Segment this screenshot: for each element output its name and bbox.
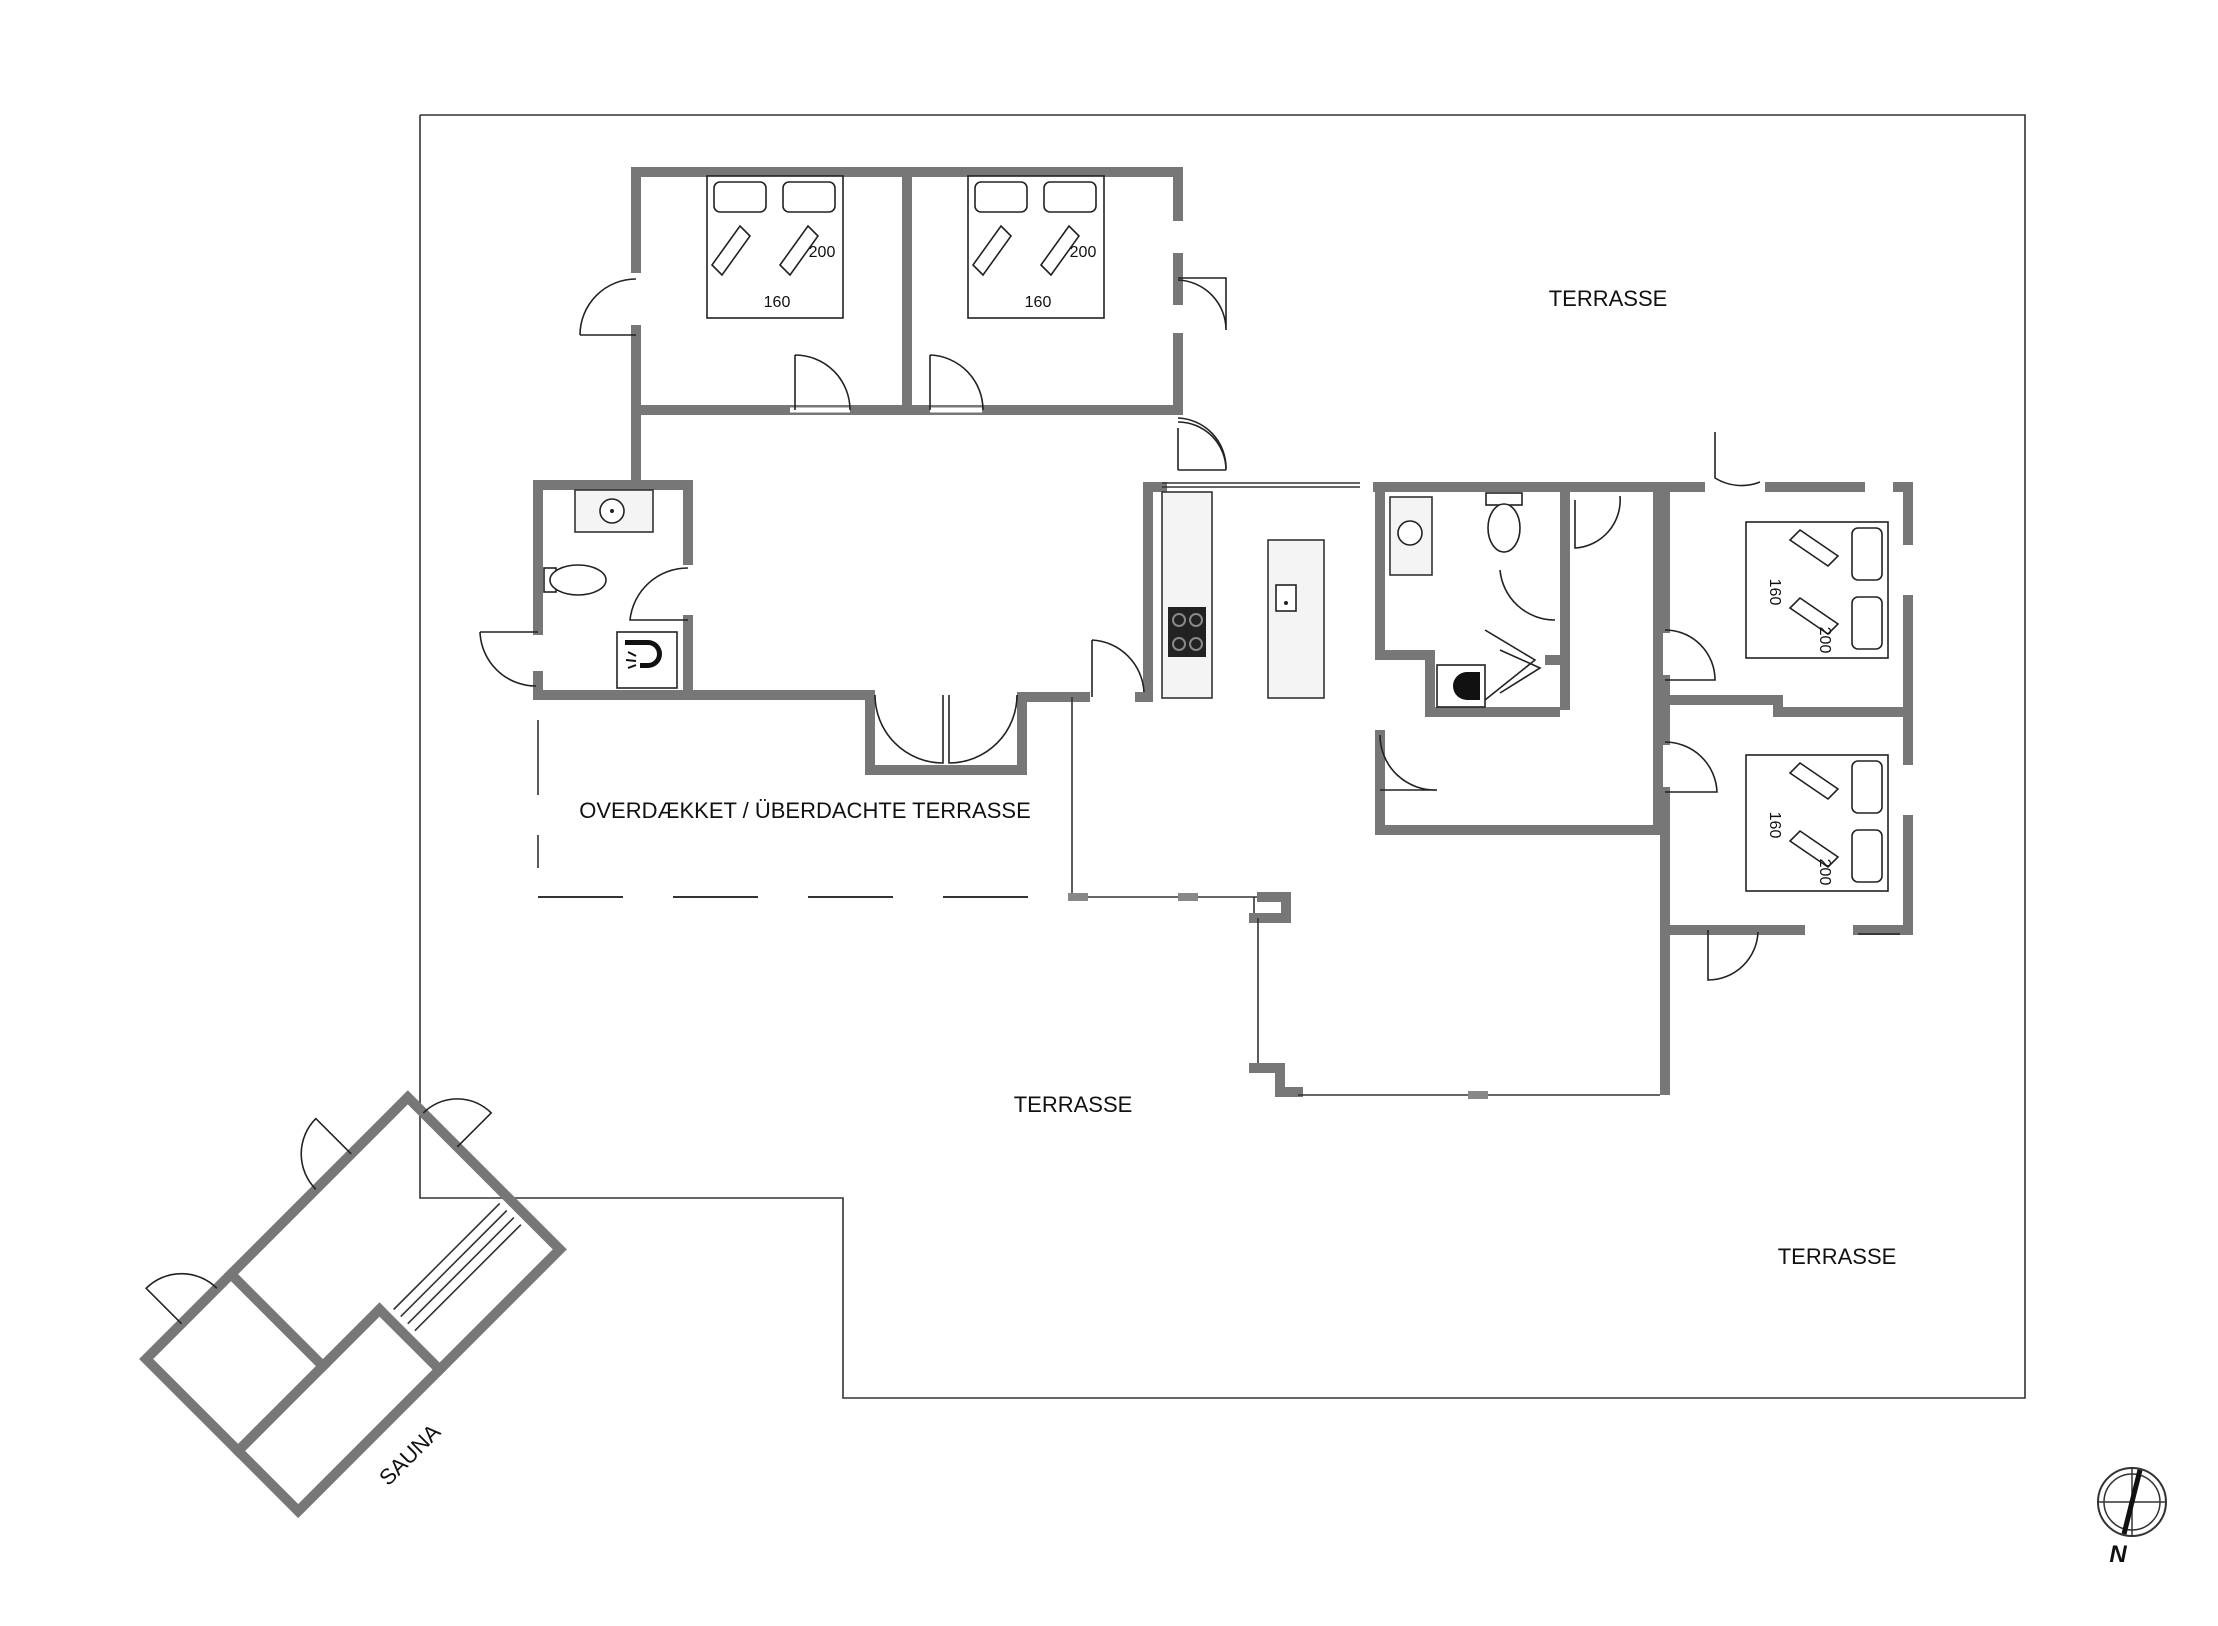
north-bedrooms — [579, 167, 1227, 471]
bed-3-width: 160 — [1766, 579, 1783, 606]
bed-1-length: 200 — [809, 244, 836, 261]
sauna-building — [139, 1090, 567, 1519]
bed-4-width: 160 — [1766, 812, 1783, 839]
bed-2-length: 200 — [1070, 244, 1097, 261]
compass-north-label: N — [2109, 1541, 2127, 1568]
bed-2-width: 160 — [1025, 294, 1052, 311]
compass-icon: N — [2097, 1467, 2167, 1568]
bed-1: 160 200 — [706, 175, 844, 319]
kitchen-counter — [1161, 491, 1213, 699]
bed-4: 160 200 — [1745, 754, 1889, 892]
bed-3-length: 200 — [1816, 627, 1833, 654]
terrasse-north-label: TERRASSE — [1549, 286, 1668, 311]
terrasse-southeast-label: TERRASSE — [1778, 1244, 1897, 1269]
kitchen-island — [1267, 539, 1325, 699]
east-bedrooms — [1623, 432, 1913, 1095]
covered-terrace — [537, 697, 1073, 898]
west-bathroom — [479, 405, 693, 700]
east-bathroom — [1373, 482, 1663, 835]
terrasse-south-label: TERRASSE — [1014, 1092, 1133, 1117]
bed-2: 160 200 — [967, 175, 1105, 319]
bed-1-width: 160 — [764, 294, 791, 311]
fence — [1068, 892, 1660, 1099]
living-room-walls — [683, 417, 1227, 775]
bed-3: 160 200 — [1745, 521, 1889, 659]
bed-4-length: 200 — [1816, 859, 1833, 886]
terrace-outline — [419, 114, 2026, 1399]
kitchen — [1161, 482, 1360, 699]
covered-terrace-label: OVERDÆKKET / ÜBERDACHTE TERRASSE — [579, 798, 1031, 823]
